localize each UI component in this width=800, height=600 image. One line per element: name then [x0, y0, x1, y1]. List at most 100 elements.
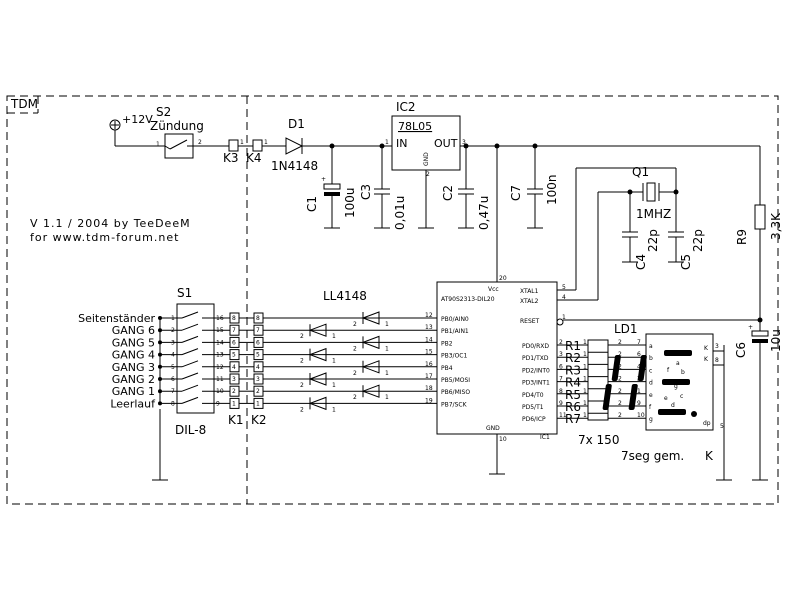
- svg-text:C3: C3: [359, 184, 373, 200]
- switch-label: GANG 3: [112, 361, 155, 374]
- pin-number: 1: [332, 358, 336, 365]
- pin-number: 4: [637, 363, 641, 370]
- ic2-ref: IC2: [396, 100, 416, 114]
- c7-capacitor: C7 100n: [509, 146, 559, 229]
- pin-number: 2: [618, 412, 622, 419]
- pin-number: 1: [385, 394, 389, 401]
- svg-text:g: g: [674, 383, 678, 390]
- pin-number: 14: [425, 336, 433, 343]
- s1-body: [176, 303, 215, 414]
- ld1-k-label: K: [705, 449, 714, 463]
- pin-number: 2: [618, 400, 622, 407]
- svg-text:3: 3: [462, 139, 466, 146]
- svg-text:C4: C4: [634, 254, 648, 270]
- pin-number: 2: [232, 388, 236, 395]
- svg-text:IC1: IC1: [540, 434, 550, 441]
- pin-number: 1: [583, 376, 587, 383]
- r9-resistor: R9 3,3K: [735, 146, 783, 320]
- pin-number: 7: [232, 327, 236, 334]
- pin-number: 2: [256, 388, 260, 395]
- pin-number: 2: [300, 358, 304, 365]
- pin-number: 2: [618, 339, 622, 346]
- k1-label: K1: [228, 413, 244, 427]
- svg-text:5: 5: [720, 423, 724, 430]
- svg-text:C1: C1: [305, 196, 319, 212]
- pin-number: 10: [637, 412, 645, 419]
- resistor-ref: R5: [565, 388, 581, 402]
- pin-name: XTAL2: [520, 298, 539, 305]
- s1-type: DIL-8: [175, 423, 206, 437]
- c3-capacitor: C3 0,01u: [359, 146, 407, 230]
- ic2-regulator: IC2 78L05 IN OUT GND 1 2 3: [385, 100, 760, 229]
- svg-text:2: 2: [426, 171, 430, 178]
- pin-number: 13: [425, 324, 433, 331]
- pin-number: 18: [425, 385, 433, 392]
- svg-text:C5: C5: [679, 254, 693, 270]
- segment-letter: a: [649, 343, 653, 350]
- s2-ignition-switch: S2 Zündung 1 2: [150, 105, 229, 159]
- pin-number: 8: [559, 388, 563, 395]
- segment-letter: e: [649, 392, 653, 399]
- pin-number: 4: [232, 364, 236, 371]
- junction: [673, 189, 679, 195]
- c2-capacitor: C2 0,47u: [441, 146, 491, 230]
- segment-letter: g: [649, 416, 653, 423]
- svg-text:2: 2: [198, 139, 202, 146]
- svg-text:10: 10: [499, 436, 507, 443]
- junction: [627, 189, 633, 195]
- svg-text:GND: GND: [486, 425, 500, 432]
- pin-number: 8: [256, 315, 260, 322]
- pin-number: 2: [618, 376, 622, 383]
- k3-label: K3: [223, 151, 239, 165]
- pin-number: 8: [232, 315, 236, 322]
- pin-number: 1: [385, 345, 389, 352]
- pin-number: 3: [256, 376, 260, 383]
- switch-label: Leerlauf: [110, 397, 156, 410]
- svg-text:C6: C6: [734, 342, 748, 358]
- pin-number: 5: [256, 352, 260, 359]
- c4-capacitor: C4 22p: [622, 229, 660, 270]
- resistor-ref: R1: [565, 339, 581, 353]
- k2-label: K2: [251, 413, 267, 427]
- d1-diode: D1 1N4148: [262, 117, 392, 173]
- pin-number: 1: [232, 400, 236, 407]
- pin-name: PB3/OC1: [441, 353, 467, 360]
- pin-number: 3: [559, 351, 563, 358]
- pin-number: 4: [256, 364, 260, 371]
- svg-text:a: a: [676, 360, 680, 367]
- version-line-2: for www.tdm-forum.net: [30, 231, 179, 244]
- pin-name: PD0/RXD: [522, 343, 549, 350]
- svg-text:C2: C2: [441, 185, 455, 201]
- c6-capacitor: + C6 10u: [734, 320, 783, 481]
- pin-number: 2: [559, 339, 563, 346]
- switch-label: GANG 4: [112, 349, 155, 362]
- svg-text:d: d: [671, 402, 675, 409]
- ic1-name: AT90S2313-DIL20: [441, 296, 495, 303]
- svg-text:GND: GND: [423, 152, 430, 166]
- pin-name: PB5/MOSI: [441, 377, 470, 384]
- pin-number: 2: [300, 333, 304, 340]
- svg-text:C7: C7: [509, 185, 523, 201]
- svg-text:R9: R9: [735, 229, 749, 245]
- pin-number: 11: [559, 412, 567, 419]
- pin-number: 1: [583, 412, 587, 419]
- switch-label: Seitenständer: [78, 312, 155, 325]
- svg-text:K: K: [704, 356, 709, 363]
- pin-name: XTAL1: [520, 288, 539, 295]
- resistor-value: 7x 150: [578, 433, 619, 447]
- pin-name: PD4/T0: [522, 392, 544, 399]
- pin-number: 2: [300, 382, 304, 389]
- resistor-rows: R1127R2126R3124R4122R5121R6129R71210: [565, 339, 646, 426]
- svg-text:+: +: [321, 176, 326, 183]
- pin-number: 1: [385, 321, 389, 328]
- resistor-ref: R6: [565, 400, 581, 414]
- switch-label: GANG 6: [112, 324, 155, 337]
- pin-number: 2: [300, 406, 304, 413]
- pin-name: PB1/AIN1: [441, 328, 469, 335]
- switch-contact: [181, 311, 199, 319]
